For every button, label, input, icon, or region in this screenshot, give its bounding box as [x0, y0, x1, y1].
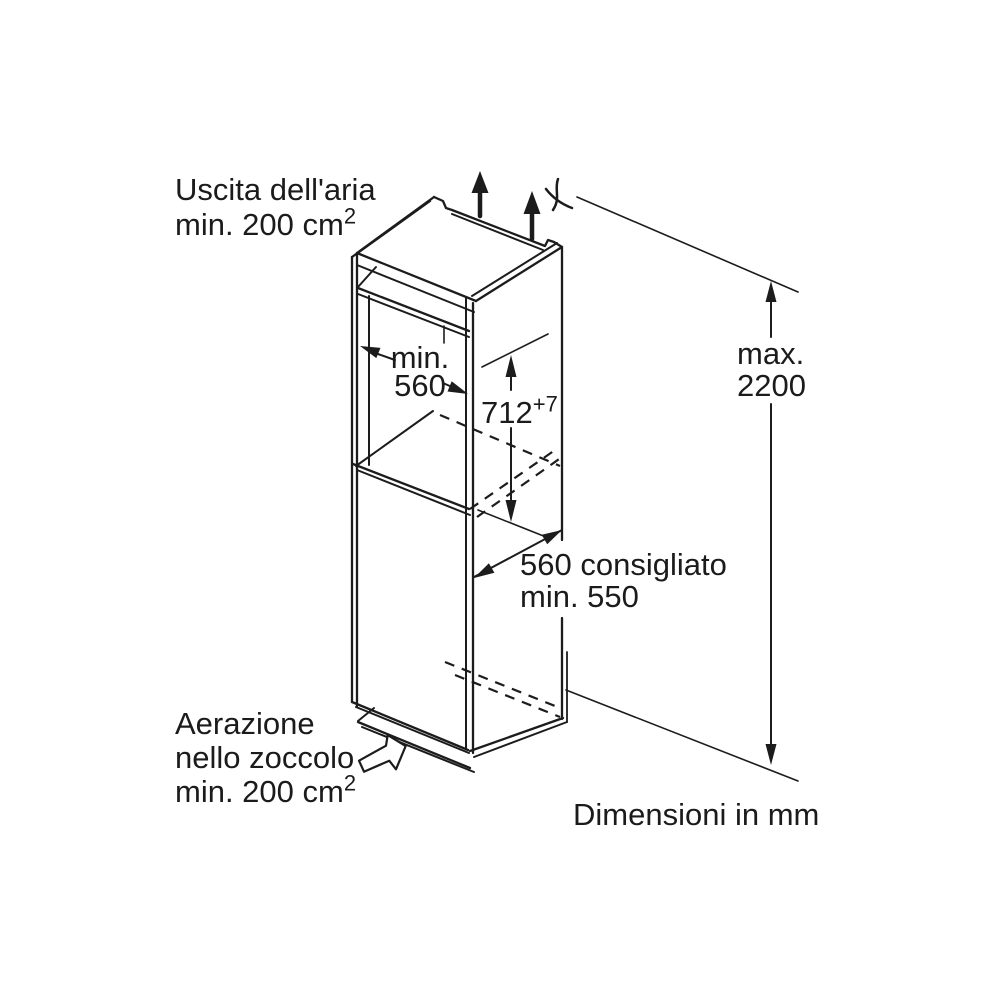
plinth-air-line3: min. 200 cm: [175, 774, 344, 809]
max-height-line2: 2200: [737, 368, 806, 403]
dimension-depth: [473, 529, 563, 578]
plinth-air-line2: nello zoccolo: [175, 740, 355, 775]
cabinet-outline: [350, 195, 568, 773]
dimension-niche-width: [360, 346, 468, 394]
air-outlet-line1: Uscita dell'aria: [175, 172, 376, 207]
niche-width-label: min.560: [384, 342, 456, 403]
depth-line2: min. 550: [520, 579, 639, 614]
max-height-line1: max.: [737, 336, 805, 371]
air-outlet-superscript: 2: [343, 203, 357, 229]
hidden-edges: [439, 413, 563, 719]
max-height-label: max.2200: [737, 338, 806, 402]
airflow-up-arrows-icon: [471, 171, 541, 242]
units-note: Dimensioni in mm: [573, 797, 820, 832]
niche-width-line2: 560: [394, 368, 446, 403]
plinth-air-superscript: 2: [343, 770, 357, 796]
air-outlet-line2: min. 200 cm: [175, 207, 344, 242]
plinth-air-line1: Aerazione: [175, 706, 315, 741]
niche-height-label: 712+7: [481, 391, 558, 430]
dimension-niche-height: [505, 355, 517, 522]
niche-width-line1: min.: [390, 340, 450, 375]
dimension-max-height: [765, 281, 777, 765]
depth-line1: 560 consigliato: [520, 547, 727, 582]
niche-height-tolerance: +7: [532, 391, 558, 417]
plinth-airflow-arrow-icon: [357, 733, 407, 773]
reference-lines: [443, 196, 799, 782]
niche-height-value: 712: [481, 395, 533, 430]
break-mark-icon: [544, 177, 574, 212]
